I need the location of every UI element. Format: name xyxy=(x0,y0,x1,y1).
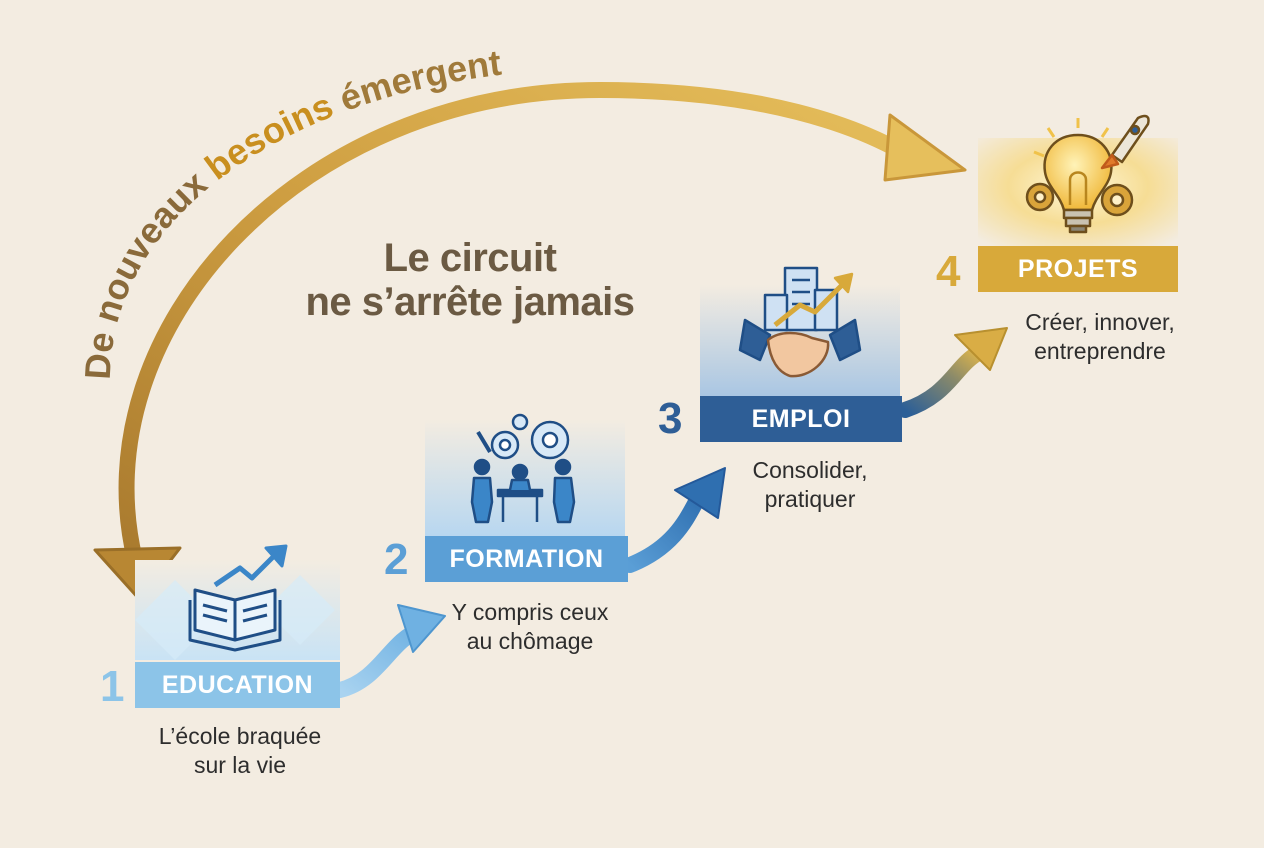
step-2-description: Y compris ceux au chômage xyxy=(420,598,640,656)
workshop-gears-icon xyxy=(470,413,576,524)
step-1-desc-line-1: L’école braquée xyxy=(158,723,322,749)
step-4-description: Créer, innover, entreprendre xyxy=(990,308,1210,366)
step-3-desc-line-2: pratiquer xyxy=(764,486,856,512)
step-3-label-bg xyxy=(700,396,902,442)
step-2-label-bg xyxy=(425,536,628,582)
step-2-desc-line-1: Y compris ceux xyxy=(451,599,609,625)
step-3-desc-line-1: Consolider, xyxy=(752,457,868,483)
step-1-desc-line-2: sur la vie xyxy=(193,752,287,778)
step-2-desc-line-2: au chômage xyxy=(466,628,594,654)
title-line-2: ne s’arrête jamais xyxy=(305,280,636,324)
step-1-label: EDUCATION xyxy=(161,670,314,699)
step-3-label: EMPLOI xyxy=(751,404,851,433)
step-2-label: FORMATION xyxy=(449,544,604,573)
book-growth-icon xyxy=(188,544,288,652)
loop-label: De nouveaux besoins émergent xyxy=(77,42,504,381)
step-2-number: 2 xyxy=(384,535,409,584)
step-1-number: 1 xyxy=(100,662,125,711)
handshake-city-icon xyxy=(738,266,862,378)
step-4-desc-line-2: entreprendre xyxy=(1034,338,1166,364)
arrow-2-to-3 xyxy=(622,467,726,573)
step-1-description: L’école braquée sur la vie xyxy=(120,722,360,780)
diagram-title: Le circuit ne s’arrête jamais xyxy=(250,236,690,324)
step-3-description: Consolider, pratiquer xyxy=(700,456,920,514)
step-4-label: PROJETS xyxy=(1017,254,1139,283)
step-card-emploi xyxy=(700,266,902,442)
step-4-number: 4 xyxy=(936,247,961,296)
step-4-desc-line-1: Créer, innover, xyxy=(1025,309,1175,335)
step-card-education xyxy=(135,544,340,708)
step-4-label-bg xyxy=(978,246,1178,292)
step-card-projets xyxy=(978,114,1178,292)
step-card-formation xyxy=(425,413,628,582)
arrow-1-to-2 xyxy=(332,604,446,698)
step-1-label-bg xyxy=(135,662,340,708)
arrow-3-to-4 xyxy=(897,327,1008,418)
lightbulb-rocket-icon xyxy=(1025,114,1150,234)
title-line-1: Le circuit xyxy=(383,236,557,280)
step-3-number: 3 xyxy=(658,394,683,443)
